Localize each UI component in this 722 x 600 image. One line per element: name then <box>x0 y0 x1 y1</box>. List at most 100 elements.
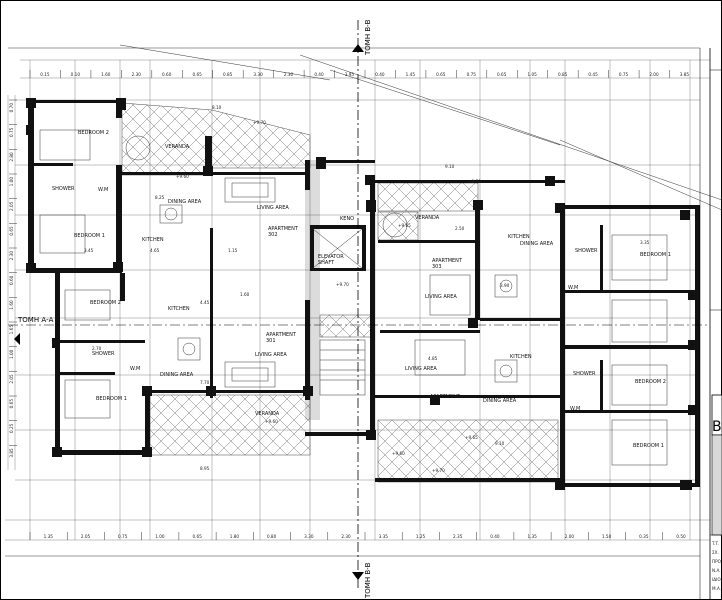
dimension-value: 1.00 <box>9 349 14 359</box>
dimension-value: 4.85 <box>428 356 438 361</box>
dimension-value: 0.70 <box>9 103 14 113</box>
title-block-line: ΙΔΙΟ <box>712 577 721 582</box>
dimension-value: 2.00 <box>565 534 575 539</box>
dimension-value: 2.80 <box>9 152 14 162</box>
dimension-value: 0.80 <box>267 534 277 539</box>
dimension-value: 0.65 <box>9 399 14 409</box>
dimension-value: 2.05 <box>81 534 91 539</box>
title-block-line: T.T. <box>711 541 719 546</box>
dimension-value: 2.35 <box>453 534 463 539</box>
dimension-value: 1.50 <box>602 534 612 539</box>
room-label: KITCHEN <box>510 354 532 360</box>
section-label-bottom: ΤΟΜΗ Β-Β <box>364 562 372 599</box>
dimension-value: 9.10 <box>445 164 455 169</box>
dimension-value: 2.30 <box>132 72 142 77</box>
level-marker: +9.70 <box>253 120 266 125</box>
room-label: W.M <box>130 366 140 372</box>
room-label: SHOWER <box>575 248 598 254</box>
furniture-outlines <box>39 129 668 466</box>
dimension-value: 0.75 <box>118 534 128 539</box>
room-label: DINING AREA <box>168 199 202 205</box>
dimension-value: 1.60 <box>101 72 111 77</box>
room-label: BEDROOM 1 <box>74 233 105 239</box>
dimension-value: 2.05 <box>9 201 14 211</box>
dimension-value: 1.00 <box>9 177 14 187</box>
title-block-lines: T.T. ΣΧ. ΠΡΟ N.A. ΙΔΙΟ Μ.Α. <box>711 541 722 591</box>
room-label: SHOWER <box>92 351 115 357</box>
title-block-line: N.A. <box>712 568 721 573</box>
room-label: SHOWER <box>52 186 75 192</box>
dimension-value: 0.65 <box>9 226 14 236</box>
level-markers: +9.70 +9.60 +9.70 +9.65 +9.70 +9.65 +9.6… <box>176 120 481 473</box>
dimension-value: 3.35 <box>640 240 650 245</box>
dimension-value: 3.35 <box>379 534 389 539</box>
dimension-value: 1.35 <box>44 534 54 539</box>
room-label: VERANDA <box>165 144 190 150</box>
room-label: BEDROOM 2 <box>78 130 109 136</box>
dimension-value: 0.85 <box>223 72 233 77</box>
dimension-value: 0.15 <box>40 72 50 77</box>
room-label: SHOWER <box>573 371 596 377</box>
building-walls <box>28 100 700 487</box>
room-label: DINING AREA <box>483 398 517 404</box>
dimension-value: 3.85 <box>680 72 690 77</box>
dimension-value: 0.75 <box>619 72 629 77</box>
level-marker: +9.70 <box>336 282 349 287</box>
dimension-value: 3.45 <box>84 248 94 253</box>
title-block-line: Μ.Α. <box>712 586 721 591</box>
title-block-line: ΣΧ. <box>712 550 719 555</box>
dimension-value: 3.85 <box>9 448 14 458</box>
dimension-value: 4.65 <box>150 248 160 253</box>
dimension-value: 0.65 <box>193 534 203 539</box>
dimension-value: 1.65 <box>9 325 14 335</box>
dimension-value: 2.05 <box>9 374 14 384</box>
dimension-value: 1.45 <box>406 72 416 77</box>
dimension-value: 0.60 <box>162 72 172 77</box>
setback-lines <box>5 44 722 557</box>
level-marker: +9.60 <box>265 419 278 424</box>
room-label: LIVING AREA <box>257 205 289 211</box>
dimension-value: 0.50 <box>676 534 686 539</box>
room-label: LIVING AREA <box>405 366 437 372</box>
dimension-value: 3.95 <box>345 72 355 77</box>
inner-dimensions: 8.25 8.10 9.10 4.45 4.85 7.70 3.90 9.10 … <box>84 105 650 471</box>
title-block-letter: B <box>712 419 722 435</box>
dimension-value: 1.15 <box>228 248 238 253</box>
section-label-top: ΤΟΜΗ Β-Β <box>364 19 372 56</box>
room-label: W.M <box>570 406 580 412</box>
room-label: BEDROOM 1 <box>633 443 664 449</box>
dimension-value: 0.25 <box>9 423 14 433</box>
level-marker: +9.60 <box>176 174 189 179</box>
room-label: VERANDA <box>255 411 280 417</box>
dimension-value: 0.40 <box>375 72 385 77</box>
room-label: KITCHEN <box>142 237 164 243</box>
dimension-value: 2.30 <box>9 251 14 261</box>
room-label: W.M <box>98 187 108 193</box>
title-block-line: ΠΡΟ <box>712 559 722 564</box>
section-line-aa <box>8 324 710 345</box>
room-label: LIVING AREA <box>425 294 457 300</box>
level-marker: +9.60 <box>392 451 405 456</box>
room-label: KITCHEN <box>508 234 530 240</box>
dimension-value: 1.00 <box>155 534 165 539</box>
room-label: W.M <box>568 285 578 291</box>
level-marker: +9.70 <box>432 468 445 473</box>
dimension-value: 7.70 <box>200 380 210 385</box>
room-label: VERANDA <box>415 215 440 221</box>
level-marker: +9.70 <box>468 179 481 184</box>
room-label: BEDROOM 1 <box>96 396 127 402</box>
dimension-value: 0.40 <box>490 534 500 539</box>
dimension-value: 0.65 <box>436 72 446 77</box>
dimension-value: 1.35 <box>528 534 538 539</box>
dimension-value: 1.05 <box>528 72 538 77</box>
dimension-value: 0.60 <box>9 275 14 285</box>
veranda-hatching <box>121 102 559 483</box>
dimension-value: 0.10 <box>71 72 81 77</box>
dimension-value: 1.60 <box>240 292 250 297</box>
